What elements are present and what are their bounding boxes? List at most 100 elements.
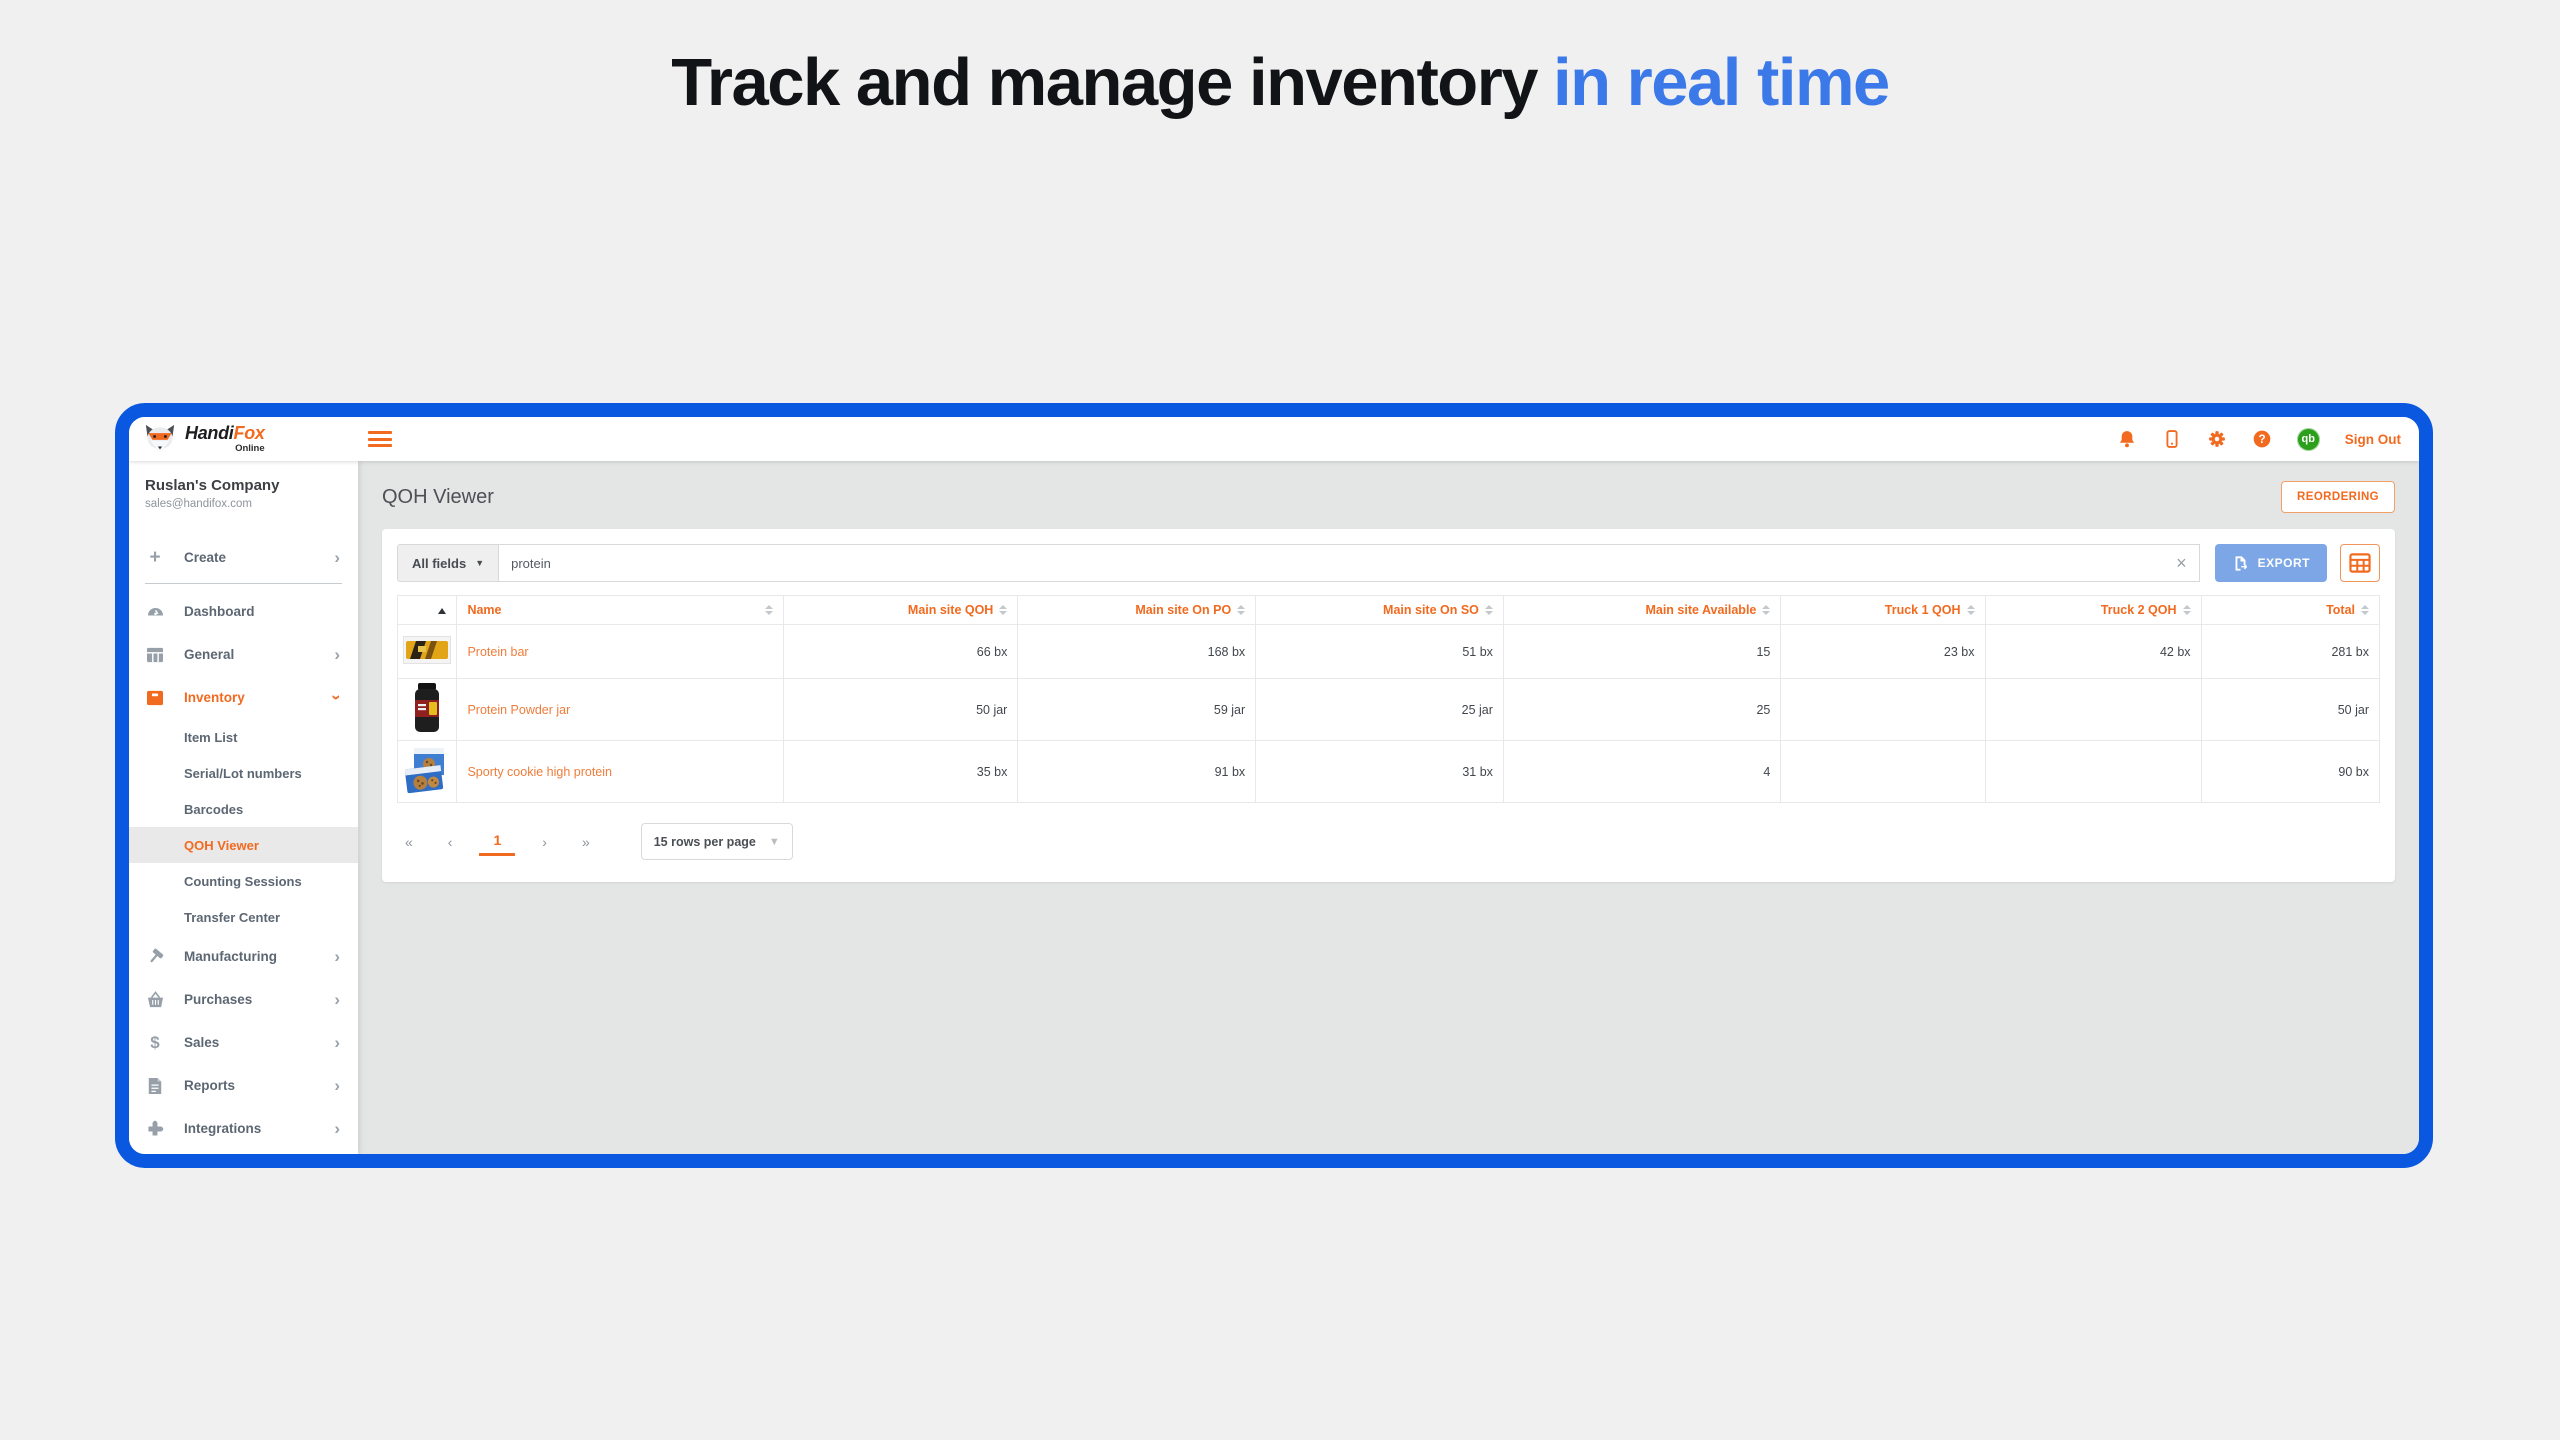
total-cell: 50 jar [2200,678,2381,741]
column-header-main-site-on-po[interactable]: Main site On PO [1017,595,1257,625]
next-page-button[interactable]: › [542,833,547,850]
sidebar-subitem-barcodes[interactable]: Barcodes [129,791,358,827]
bell-icon[interactable] [2117,429,2137,449]
main-site-on-po-cell: 91 bx [1017,740,1257,803]
page-title-accent: in real time [1553,45,1890,120]
brand-text: HandiFox Online [185,424,265,454]
sidebar-item-integrations[interactable]: Integrations › [129,1107,358,1150]
column-header-name[interactable]: Name [456,595,785,625]
app-logo[interactable]: HandiFox Online [129,424,358,454]
column-header-total[interactable]: Total [2200,595,2381,625]
grid-icon [2349,553,2371,573]
truck-2-qoh-cell [1984,678,2202,741]
column-settings-button[interactable] [2340,544,2380,582]
sidebar-item-reports[interactable]: Reports › [129,1064,358,1107]
sidebar-subitem-item-list[interactable]: Item List [129,719,358,755]
help-icon[interactable]: ? [2252,429,2272,449]
item-link[interactable]: Sporty cookie high protein [467,764,612,779]
table-row: Sporty cookie high protein 35 bx 91 bx 3… [396,740,2381,803]
report-icon [145,1076,165,1096]
product-image [396,624,458,679]
column-label: Main site On PO [1135,603,1232,617]
sidebar-item-dashboard[interactable]: Dashboard [129,590,358,633]
column-label: Total [2326,603,2355,617]
qoh-table: Name Main site QOH Main site On PO Main … [396,595,2381,803]
protein-bar-image [403,636,452,664]
rows-per-page-label: 15 rows per page [653,834,756,849]
search-input[interactable]: protein × [499,544,2200,582]
image-column-header[interactable] [396,595,458,625]
sign-out-link[interactable]: Sign Out [2344,431,2401,447]
table-row: Protein Powder jar 50 jar 59 jar 25 jar … [396,678,2381,741]
first-page-button[interactable]: « [405,833,413,850]
brand-fox: Fox [233,423,265,444]
column-header-main-site-qoh[interactable]: Main site QOH [783,595,1019,625]
sidebar-subitem-counting-sessions[interactable]: Counting Sessions [129,863,358,899]
product-image [396,740,458,803]
chevron-right-icon: › [334,1076,340,1095]
main-site-on-po-cell: 168 bx [1017,624,1257,679]
total-cell: 281 bx [2200,624,2381,679]
sidebar-subitem-serial-lot-numbers[interactable]: Serial/Lot numbers [129,755,358,791]
main-site-on-so-cell: 51 bx [1255,624,1504,679]
sidebar-subitem-qoh-viewer[interactable]: QOH Viewer [129,827,358,863]
item-link[interactable]: Protein bar [467,644,529,659]
item-link[interactable]: Protein Powder jar [467,702,571,717]
sidebar-item-label: Sales [184,1035,220,1050]
sidebar-item-inventory[interactable]: Inventory › [129,676,358,719]
sidebar: Ruslan's Company sales@handifox.com + Cr… [129,461,358,1154]
page-number-button[interactable]: 1 [479,828,516,856]
sidebar-item-manufacturing[interactable]: Manufacturing › [129,935,358,978]
previous-page-button[interactable]: ‹ [447,833,453,850]
gauge-icon [145,602,165,622]
sidebar-item-label: Manufacturing [184,949,277,964]
truck-1-qoh-cell [1780,740,1986,803]
cookie-box-image [404,748,445,794]
sort-icon [1237,604,1246,616]
svg-text:?: ? [2258,433,2265,446]
main-site-available-cell: 15 [1502,624,1782,679]
sidebar-subitem-transfer-center[interactable]: Transfer Center [129,899,358,935]
sidebar-subitem-label: Barcodes [184,801,244,817]
topbar-actions: ? qb Sign Out [2117,427,2419,451]
main-site-on-po-cell: 59 jar [1017,678,1257,741]
sidebar-item-label: Reports [184,1078,236,1093]
product-image [396,678,458,741]
sort-icon [999,604,1008,616]
column-label: Main site On SO [1383,603,1479,617]
truck-1-qoh-cell: 23 bx [1780,624,1986,679]
protein-powder-jar-image [415,683,440,732]
column-header-main-site-available[interactable]: Main site Available [1502,595,1782,625]
column-header-truck-1-qoh[interactable]: Truck 1 QOH [1780,595,1986,625]
last-page-button[interactable]: » [581,833,590,850]
rows-per-page-select[interactable]: 15 rows per page ▼ [640,823,793,860]
search-field-selector[interactable]: All fields ▼ [397,544,500,582]
clear-search-icon[interactable]: × [2176,553,2187,573]
item-name-cell: Sporty cookie high protein [456,740,785,803]
export-button[interactable]: EXPORT [2214,544,2327,582]
quickbooks-icon[interactable]: qb [2296,427,2320,451]
table-row: Protein bar 66 bx 168 bx 51 bx 15 23 bx … [396,624,2381,679]
chevron-right-icon: › [334,548,340,567]
mobile-icon[interactable] [2162,429,2182,449]
dollar-icon: $ [150,1032,160,1052]
inventory-box-icon [145,688,165,708]
page-title-main: Track and manage inventory [671,45,1538,120]
brand-online: Online [235,443,265,455]
reordering-button[interactable]: REORDERING [2281,481,2395,513]
sidebar-item-label: Purchases [184,992,253,1007]
sidebar-item-purchases[interactable]: Purchases › [129,978,358,1021]
column-header-truck-2-qoh[interactable]: Truck 2 QOH [1984,595,2202,625]
sort-icon [1966,604,1975,616]
column-header-main-site-on-so[interactable]: Main site On SO [1255,595,1504,625]
sidebar-item-create[interactable]: + Create › [129,536,358,579]
sidebar-item-general[interactable]: General › [129,633,358,676]
gear-icon[interactable] [2207,429,2227,449]
menu-icon[interactable] [368,431,392,447]
truck-2-qoh-cell: 42 bx [1984,624,2202,679]
hammer-icon [145,947,165,967]
company-block: Ruslan's Company sales@handifox.com [129,461,358,522]
sort-icon [765,604,774,616]
sidebar-item-sales[interactable]: $ Sales › [129,1021,358,1064]
search-field-selector-label: All fields [412,555,467,571]
